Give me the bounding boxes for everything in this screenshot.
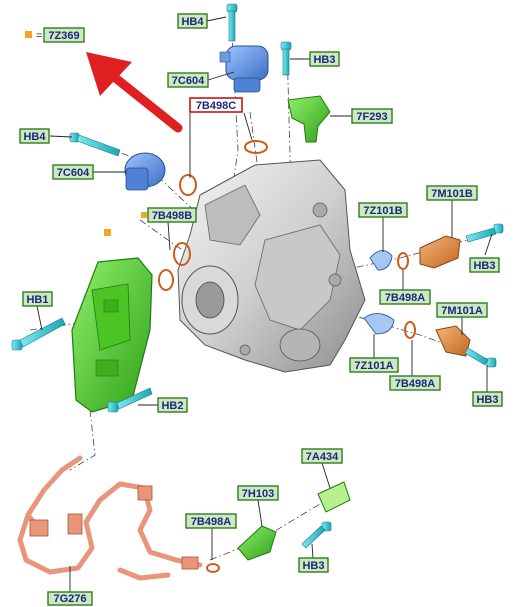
bolt-hb3-bottom	[301, 521, 332, 549]
svg-text:7C604: 7C604	[172, 75, 205, 87]
svg-text:7B498A: 7B498A	[385, 292, 425, 304]
seal-7b498a-r1	[397, 252, 409, 270]
transmission-housing	[177, 159, 366, 373]
callout-hb1[interactable]: HB1	[22, 291, 53, 307]
callout-7h103[interactable]: 7H103	[237, 485, 279, 501]
svg-text:7M101A: 7M101A	[441, 305, 483, 317]
callout-hb4-left[interactable]: HB4	[19, 128, 50, 144]
svg-text:HB3: HB3	[476, 394, 498, 406]
callout-7g276[interactable]: 7G276	[47, 591, 93, 606]
callout-7b498a-r2[interactable]: 7B498A	[389, 375, 441, 391]
red-arrow-icon	[86, 52, 183, 133]
actuator-left	[124, 152, 166, 191]
callout-hb2[interactable]: HB2	[157, 397, 188, 413]
svg-text:7H103: 7H103	[242, 488, 274, 500]
callout-7a434[interactable]: 7A434	[301, 448, 343, 464]
module-marker-icon	[104, 229, 111, 236]
svg-text:7B498A: 7B498A	[191, 516, 231, 528]
seal-7b498a-r2	[404, 321, 416, 339]
speed-sensor-7m101a	[435, 325, 471, 357]
speed-sensor-7m101b	[419, 235, 461, 269]
legend-part-box	[43, 27, 85, 43]
svg-text:HB3: HB3	[313, 54, 335, 66]
svg-text:7C604: 7C604	[57, 167, 90, 179]
legend-equals: =	[36, 30, 42, 42]
bolt-hb3-right1	[465, 223, 504, 243]
svg-text:7Z101A: 7Z101A	[354, 360, 393, 372]
bracket-7z101b	[369, 250, 393, 271]
callout-7m101b[interactable]: 7M101B	[426, 185, 478, 201]
callout-7m101a[interactable]: 7M101A	[436, 302, 488, 318]
callout-7f293[interactable]: 7F293	[351, 108, 393, 124]
svg-text:HB1: HB1	[26, 294, 48, 306]
bracket-7a434	[317, 481, 351, 513]
svg-text:HB4: HB4	[23, 131, 46, 143]
callout-7c604-top[interactable]: 7C604	[167, 72, 209, 88]
bolt-hb4-top	[226, 3, 238, 42]
callout-hb3-top[interactable]: HB3	[309, 51, 340, 67]
legend-marker-icon	[25, 31, 32, 38]
svg-text:7B498C: 7B498C	[196, 100, 236, 112]
callout-hb3-right1[interactable]: HB3	[469, 257, 500, 273]
bolt-hb3-right2	[464, 347, 497, 368]
callout-hb3-right2[interactable]: HB3	[472, 391, 503, 407]
svg-text:HB2: HB2	[161, 400, 183, 412]
svg-text:7B498A: 7B498A	[395, 378, 435, 390]
seal-7b498c-top	[244, 140, 268, 154]
sensor-bracket	[287, 95, 331, 143]
bolt-hb4-left	[69, 132, 121, 157]
callout-7b498a-r1[interactable]: 7B498A	[379, 289, 431, 305]
seal-7b498b-2	[158, 269, 174, 291]
svg-text:HB4: HB4	[181, 16, 204, 28]
harness-connectors	[29, 485, 199, 570]
svg-text:7G276: 7G276	[53, 593, 86, 605]
svg-text:7B498B: 7B498B	[152, 210, 192, 222]
legend-part-label[interactable]: 7Z369	[48, 30, 79, 42]
svg-text:7A434: 7A434	[306, 451, 339, 463]
bracket-7z101a	[363, 313, 395, 335]
svg-text:7M101B: 7M101B	[431, 188, 473, 200]
seal-7b498a-bottom	[206, 563, 220, 573]
actuator-top	[219, 45, 269, 93]
leader-lines	[36, 16, 493, 592]
seal-7b498b-1	[173, 242, 191, 266]
wiring-harness	[17, 455, 203, 581]
callout-hb4-top[interactable]: HB4	[177, 13, 208, 29]
callout-7z101a[interactable]: 7Z101A	[349, 357, 399, 373]
svg-text:7Z101B: 7Z101B	[363, 205, 402, 217]
callout-7z101b[interactable]: 7Z101B	[358, 202, 408, 218]
callout-7b498c[interactable]: 7B498C	[189, 97, 243, 113]
bolt-hb2	[107, 387, 153, 413]
sensor-7h103	[237, 525, 277, 561]
svg-text:7F293: 7F293	[356, 111, 387, 123]
seal-7b498c-left	[179, 174, 197, 196]
callout-7b498b[interactable]: 7B498B	[147, 207, 197, 223]
marker-7b498b-icon	[141, 212, 147, 218]
bolt-hb1	[11, 317, 66, 351]
callout-hb3-bottom[interactable]: HB3	[298, 557, 329, 573]
callout-7c604-left[interactable]: 7C604	[52, 164, 94, 180]
bolt-hb3-top	[280, 41, 292, 76]
control-module	[71, 257, 153, 413]
callout-7b498a-bottom[interactable]: 7B498A	[185, 513, 237, 529]
legend: = 7Z369	[25, 27, 85, 43]
svg-text:HB3: HB3	[473, 260, 495, 272]
svg-text:HB3: HB3	[302, 560, 324, 572]
